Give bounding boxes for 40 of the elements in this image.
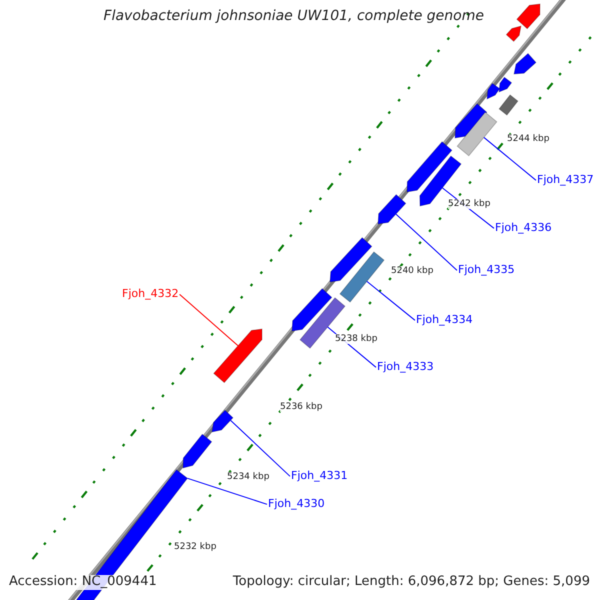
leader-line [230, 420, 290, 477]
gene-label: Fjoh_4333 [377, 361, 434, 374]
gene-bar [292, 288, 332, 332]
gene-label: Fjoh_4331 [291, 470, 348, 483]
gene-bar [516, 4, 540, 30]
genome-summary-text: Topology: circular; Length: 6,096,872 bp; Genes: 5,099 [232, 575, 590, 590]
gene-label: Fjoh_4337 [537, 174, 594, 187]
gene-bar [339, 251, 385, 303]
leader-line [179, 294, 239, 346]
leader-line [187, 478, 268, 505]
gene-label: Fjoh_4330 [268, 498, 325, 511]
gene-label: Fjoh_4336 [495, 222, 552, 235]
gene-label: Fjoh_4332 [122, 288, 179, 301]
gene-bar [456, 112, 498, 156]
gene-bar [454, 103, 488, 138]
gene-bar [498, 76, 512, 93]
map-title: Flavobacterium johnsoniae UW101, complete genome [104, 8, 484, 24]
gene-bar [212, 410, 234, 433]
gene-bar [330, 237, 372, 282]
tick-label: 5242 kbp [448, 199, 490, 210]
tick-label: 5238 kbp [335, 334, 378, 344]
leader-line [395, 214, 458, 271]
gene-bar [506, 25, 522, 42]
gene-label: Fjoh_4335 [458, 264, 515, 277]
gene-bar [498, 94, 518, 116]
gene-bar [514, 52, 537, 74]
gene-bar [378, 194, 406, 224]
tick-label: 5234 kbp [227, 472, 270, 482]
gene-bar [213, 328, 262, 384]
gene-bar [182, 434, 212, 469]
gene-bar [486, 82, 500, 100]
leader-line [366, 280, 416, 321]
gene-label: Fjoh_4334 [416, 314, 473, 327]
tick-label: 5244 kbp [507, 134, 550, 144]
accession-text: Accession: NC_009441 [9, 575, 157, 590]
tick-label: 5236 kbp [280, 402, 322, 412]
leader-line [483, 136, 536, 181]
gene-bar [406, 141, 452, 192]
tick-label: 5240 kbp [391, 266, 434, 276]
tick-label: 5232 kbp [174, 542, 216, 552]
